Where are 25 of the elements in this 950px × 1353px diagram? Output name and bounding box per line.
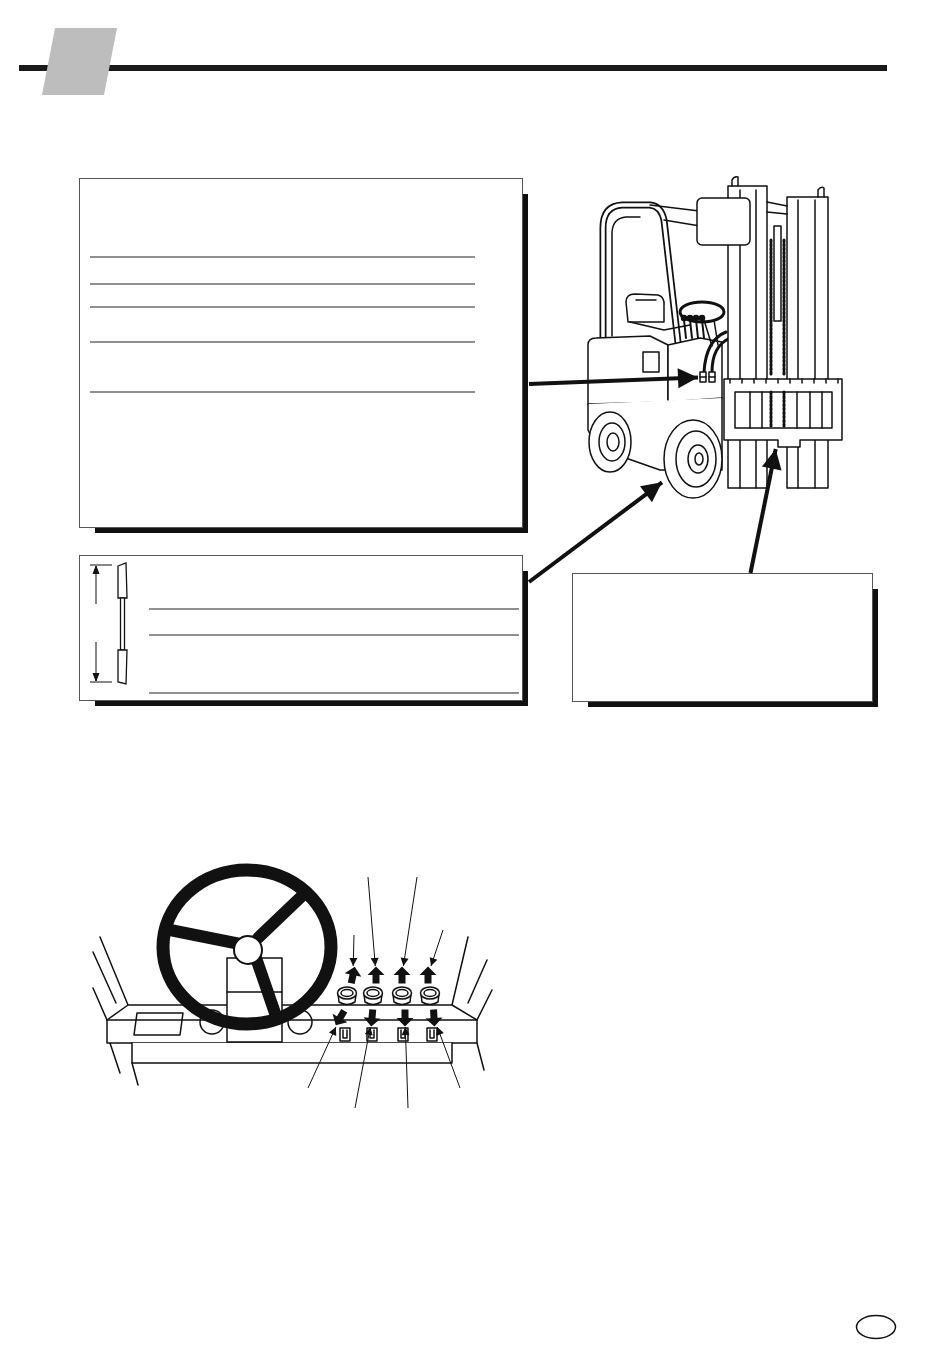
leader-line [307, 1026, 337, 1089]
callout-box [572, 573, 879, 708]
hose-fitting [698, 368, 716, 386]
leader-line [349, 934, 358, 967]
up-arrow-icon [367, 966, 385, 984]
front-wheel [662, 418, 724, 500]
callout-box [79, 178, 529, 534]
callout-arrow [527, 480, 664, 584]
up-arrow-icon [393, 966, 411, 984]
callout-arrow [528, 368, 699, 389]
leader-line [401, 1026, 410, 1109]
leader-line [400, 876, 418, 967]
fork-carriage [722, 377, 844, 449]
down-arrow-icon [363, 1009, 381, 1027]
down-arrow-icon [331, 1009, 349, 1027]
leader-line [367, 876, 379, 967]
down-arrow-icon [396, 1009, 414, 1027]
leader-line [436, 1026, 461, 1089]
up-arrow-icon [344, 966, 362, 984]
callout-box [79, 555, 529, 707]
leader-line [429, 929, 444, 967]
leader-line [354, 1026, 373, 1109]
up-arrow-icon [419, 966, 437, 984]
callout-arrow [748, 448, 782, 574]
down-arrow-icon [425, 1009, 443, 1027]
